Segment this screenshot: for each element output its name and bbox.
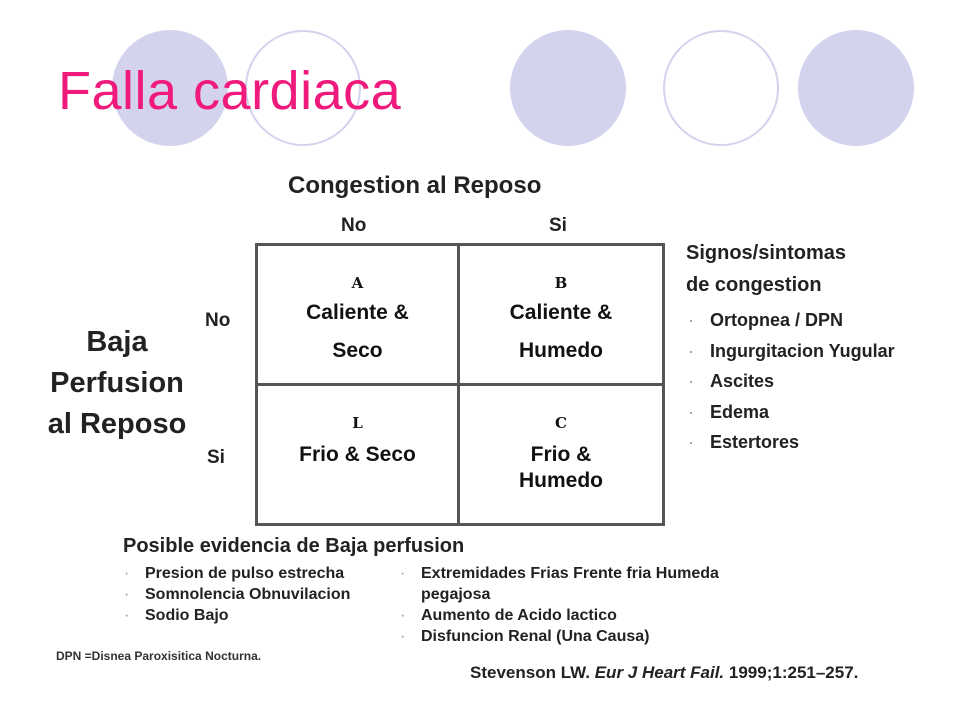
cell-letter: B bbox=[554, 274, 568, 292]
decor-circle-4 bbox=[663, 30, 779, 146]
congestion-signs-list: Ortopnea / DPN Ingurgitacion Yugular Asc… bbox=[686, 305, 956, 458]
cell-letter: A bbox=[351, 274, 364, 292]
list-item: Presion de pulso estrecha bbox=[122, 563, 350, 584]
decor-circle-5 bbox=[798, 30, 914, 146]
left-axis-title: Baja Perfusion al Reposo bbox=[47, 326, 187, 440]
list-item: Estertores bbox=[686, 427, 956, 458]
row-label-si: Si bbox=[207, 447, 225, 468]
grid-cell-b: B Caliente & Humedo bbox=[460, 246, 662, 386]
congestion-signs-panel: Signos/sintomas de congestion Ortopnea /… bbox=[686, 237, 956, 458]
list-item: pegajosa bbox=[421, 586, 491, 603]
list-item: Ascites bbox=[686, 366, 956, 397]
grid-cell-a: A Caliente & Seco bbox=[258, 246, 460, 386]
citation-ref: 1999;1:251–257. bbox=[728, 663, 859, 682]
row-label-no: No bbox=[205, 310, 231, 331]
list-item: Extremidades Frias Frente fria Humeda bbox=[398, 563, 719, 584]
cell-text: Frio & Humedo bbox=[519, 443, 603, 492]
footnote: DPN =Disnea Paroxisitica Nocturna. bbox=[56, 649, 262, 663]
list-item: Ortopnea / DPN bbox=[686, 305, 956, 336]
list-item: Aumento de Acido lactico bbox=[398, 605, 719, 626]
profile-grid: A Caliente & Seco B Caliente & Humedo L … bbox=[255, 243, 665, 526]
low-perfusion-title: Posible evidencia de Baja perfusion bbox=[123, 535, 465, 557]
cell-text: Caliente & Seco bbox=[306, 301, 409, 362]
slide-title: Falla cardiaca bbox=[58, 61, 402, 121]
decor-circle-2 bbox=[245, 30, 361, 146]
cell-letter: C bbox=[555, 414, 567, 432]
congestion-signs-title: Signos/sintomas de congestion bbox=[686, 242, 847, 296]
col-label-si: Si bbox=[549, 215, 567, 236]
decor-circle-1 bbox=[112, 30, 228, 146]
cell-text: Frio & Seco bbox=[299, 443, 416, 466]
cell-text: Caliente & Humedo bbox=[509, 301, 613, 362]
grid-cell-c: C Frio & Humedo bbox=[460, 386, 662, 523]
list-item: Edema bbox=[686, 397, 956, 428]
top-axis-title: Congestion al Reposo bbox=[288, 172, 542, 199]
list-item: Somnolencia Obnuvilacion bbox=[122, 584, 350, 605]
low-perfusion-list-left: Presion de pulso estrecha Somnolencia Ob… bbox=[122, 563, 350, 626]
list-item: Sodio Bajo bbox=[122, 605, 350, 626]
grid-cell-l: L Frio & Seco bbox=[258, 386, 460, 523]
list-item: Disfuncion Renal (Una Causa) bbox=[398, 626, 719, 647]
decor-circle-3 bbox=[510, 30, 626, 146]
low-perfusion-list-right: Extremidades Frias Frente fria Humeda pe… bbox=[398, 563, 719, 647]
col-label-no: No bbox=[341, 215, 367, 236]
cell-letter: L bbox=[352, 414, 363, 432]
list-item: Ingurgitacion Yugular bbox=[686, 336, 956, 367]
citation-journal: Eur J Heart Fail. bbox=[594, 663, 725, 682]
citation: Stevenson LW. Eur J Heart Fail. 1999;1:2… bbox=[470, 663, 858, 683]
citation-author: Stevenson LW. bbox=[470, 663, 590, 682]
